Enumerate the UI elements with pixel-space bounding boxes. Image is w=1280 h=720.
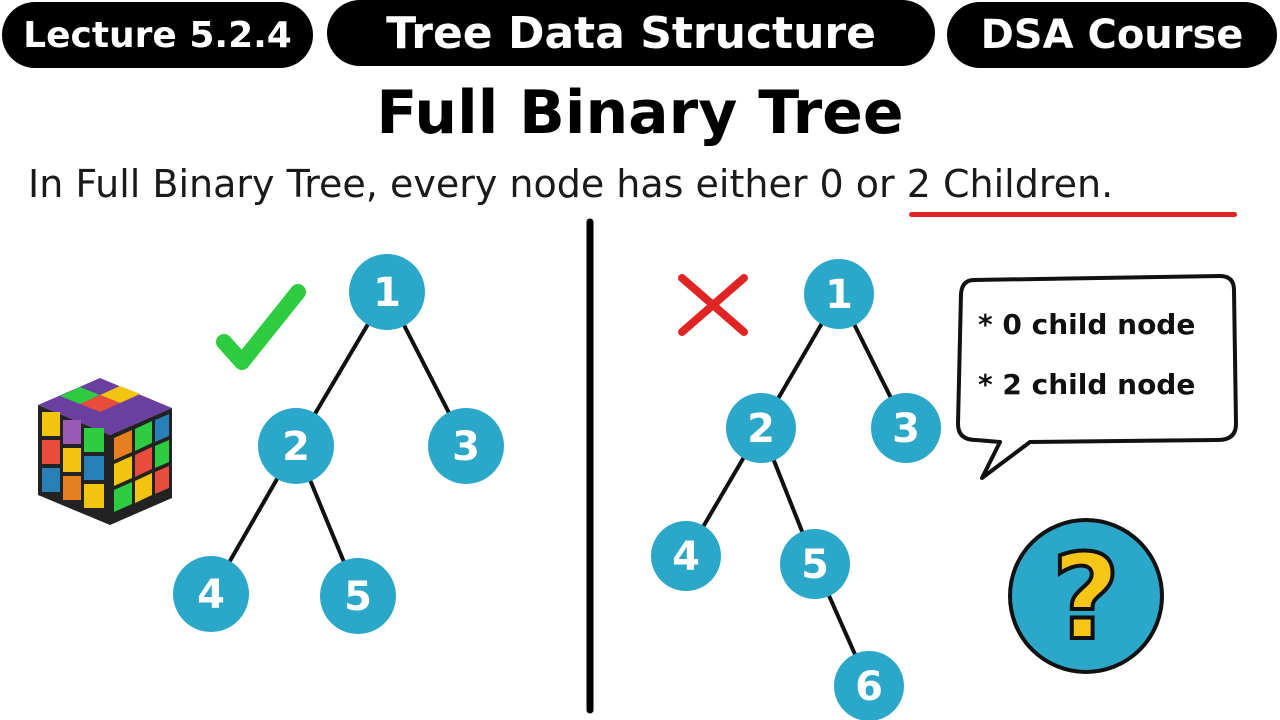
definition-highlight: 0 or 2 Children. [819,162,1114,206]
topic-badge: Tree Data Structure [327,0,935,66]
node-label: 1 [373,270,401,316]
question-glyph: ? [1052,528,1120,666]
node-label: 5 [801,542,829,588]
tree-node: 1 [349,254,425,330]
tree-node: 3 [871,393,941,463]
tree-node: 4 [651,521,721,591]
node-label: 2 [747,406,775,452]
node-label: 4 [197,572,225,618]
definition-prefix: In Full Binary Tree, every node has eith… [28,162,820,206]
node-label: 3 [892,406,920,452]
question-icon: ? [1008,518,1164,674]
right-tree-nodes: 1 2 3 4 5 6 [651,259,941,720]
tree-node: 5 [320,558,396,634]
node-label: 2 [282,424,310,470]
tree-node: 2 [726,393,796,463]
tree-node: 6 [834,651,904,720]
node-label: 4 [672,534,700,580]
node-label: 5 [344,574,372,620]
rubiks-cube-icon [38,378,172,525]
tree-node: 4 [173,556,249,632]
course-badge: DSA Course [947,2,1277,68]
lecture-badge: Lecture 5.2.4 [2,2,313,68]
cross-icon [678,274,748,336]
bubble-line-2: * 2 child node [978,368,1195,401]
page-title: Full Binary Tree [376,78,904,148]
node-label: 6 [855,664,883,710]
node-label: 1 [825,272,853,318]
left-tree-nodes: 1 2 3 4 5 [173,254,504,634]
right-tree-edges [684,292,908,687]
tree-node: 2 [258,408,334,484]
bubble-line-1: * 0 child node [978,308,1195,341]
tree-node: 3 [428,408,504,484]
tree-node: 5 [780,529,850,599]
check-icon [216,284,306,370]
speech-bubble: * 0 child node * 2 child node [956,274,1238,480]
highlight-underline [909,212,1237,217]
node-label: 3 [452,424,480,470]
definition-text: In Full Binary Tree, every node has eith… [28,162,1113,206]
left-tree-edges [209,290,468,597]
tree-node: 1 [804,259,874,329]
